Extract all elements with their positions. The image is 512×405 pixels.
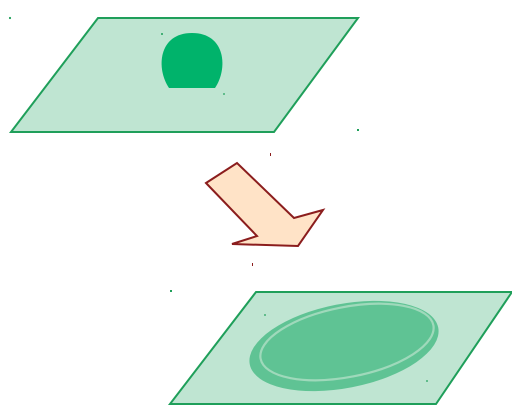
bottom-speck-right [426,380,428,382]
top-speck-left [9,17,11,19]
top-speck-right [357,129,359,131]
droplet-icon [162,33,223,88]
arrow-speck-top [270,153,271,156]
top-speck-inner [223,93,225,95]
transition-arrow-group [206,153,323,266]
transition-arrow-icon [206,163,323,246]
bottom-speck-top [264,314,266,316]
bottom-speck-left [170,290,172,292]
top-panel [9,17,359,132]
top-speck-plane [161,33,163,35]
arrow-speck-bottom [252,263,253,266]
bottom-panel [170,286,512,405]
